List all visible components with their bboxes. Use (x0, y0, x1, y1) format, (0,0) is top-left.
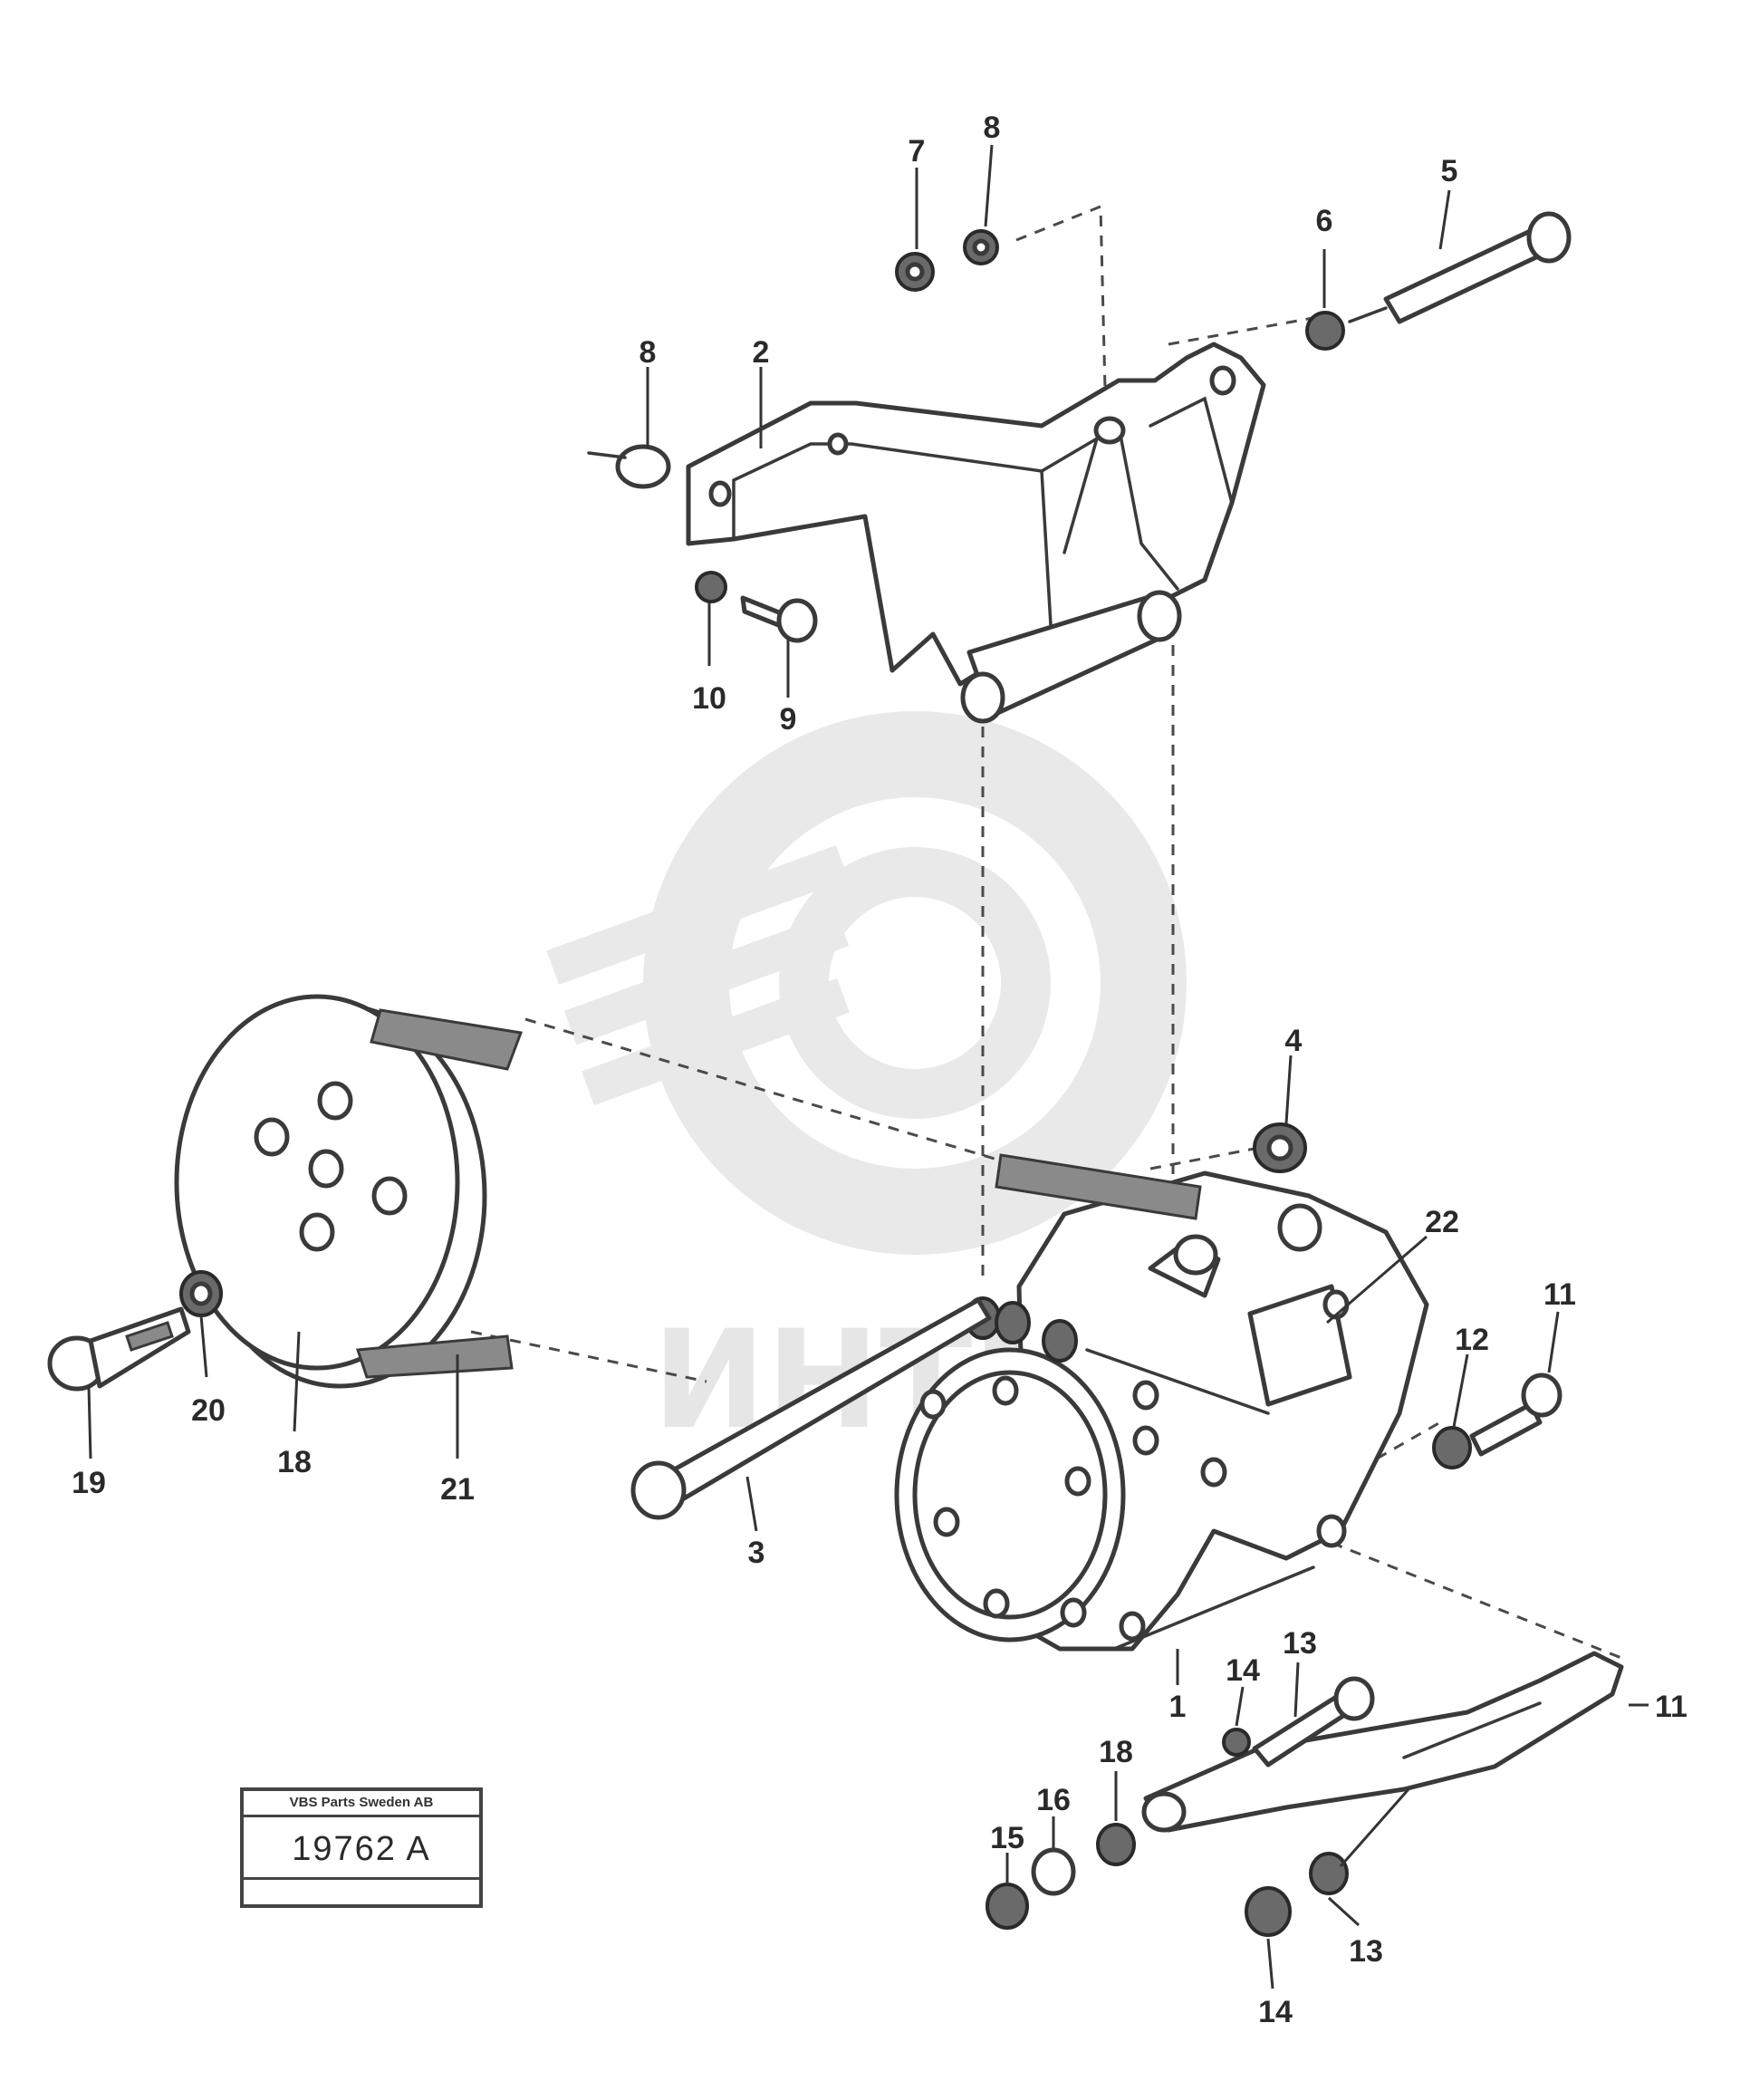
hardware-top (587, 211, 1572, 643)
callout-8-left: 8 (639, 335, 657, 370)
callout-15: 13 (1283, 1626, 1317, 1661)
figure-id-stamp: VBS Parts Sweden AB 19762 A (240, 1787, 483, 1908)
callout-10: 10 (692, 681, 726, 716)
callout-21: 21 (440, 1472, 475, 1507)
callout-11: 11 (1655, 1690, 1688, 1724)
stamp-figure-number: 19762 A (292, 1830, 431, 1868)
callout-16-upper: 14 (1226, 1653, 1260, 1688)
callout-17: 16 (1036, 1783, 1071, 1817)
callout-8-top: 8 (984, 111, 1001, 145)
stamp-header: VBS Parts Sweden AB (244, 1791, 479, 1817)
callout-5: 5 (1441, 154, 1458, 188)
callout-19: 19 (72, 1466, 106, 1500)
callout-18-lower: 18 (1099, 1735, 1133, 1769)
adjuster-arm-part-11 (986, 1373, 1624, 1937)
pulley-part-18 (174, 994, 524, 1389)
stamp-footer (244, 1877, 479, 1902)
callout-9: 9 (780, 702, 797, 737)
callout-22: 22 (1425, 1205, 1459, 1239)
bolt-part-3 (630, 1297, 992, 1520)
callout-3: 3 (748, 1536, 765, 1570)
callout-13-lower: 13 (1349, 1934, 1383, 1969)
callout-13-upper: 12 (1455, 1323, 1489, 1357)
callout-7: 7 (909, 134, 926, 169)
callout-20: 20 (191, 1393, 226, 1428)
callout-16-lower: 15 (990, 1821, 1024, 1855)
leader-lines (87, 144, 1649, 1989)
callout-1: 1 (1169, 1690, 1187, 1724)
callout-labels: 7 8 5 6 8 2 10 9 4 22 11 12 19 20 18 21 … (72, 111, 1688, 2029)
callout-2: 2 (753, 335, 770, 370)
bolt-part-19 (47, 1270, 223, 1392)
bracket-part-2 (686, 342, 1266, 724)
callout-14: 14 (1258, 1995, 1293, 2029)
callout-18-pulley: 18 (277, 1445, 312, 1479)
callout-4: 4 (1285, 1024, 1303, 1058)
callout-6: 6 (1316, 204, 1333, 238)
assembly-lines (470, 204, 1622, 1660)
callout-12: 11 (1543, 1277, 1576, 1312)
compressor-part-1 (894, 1122, 1429, 1652)
